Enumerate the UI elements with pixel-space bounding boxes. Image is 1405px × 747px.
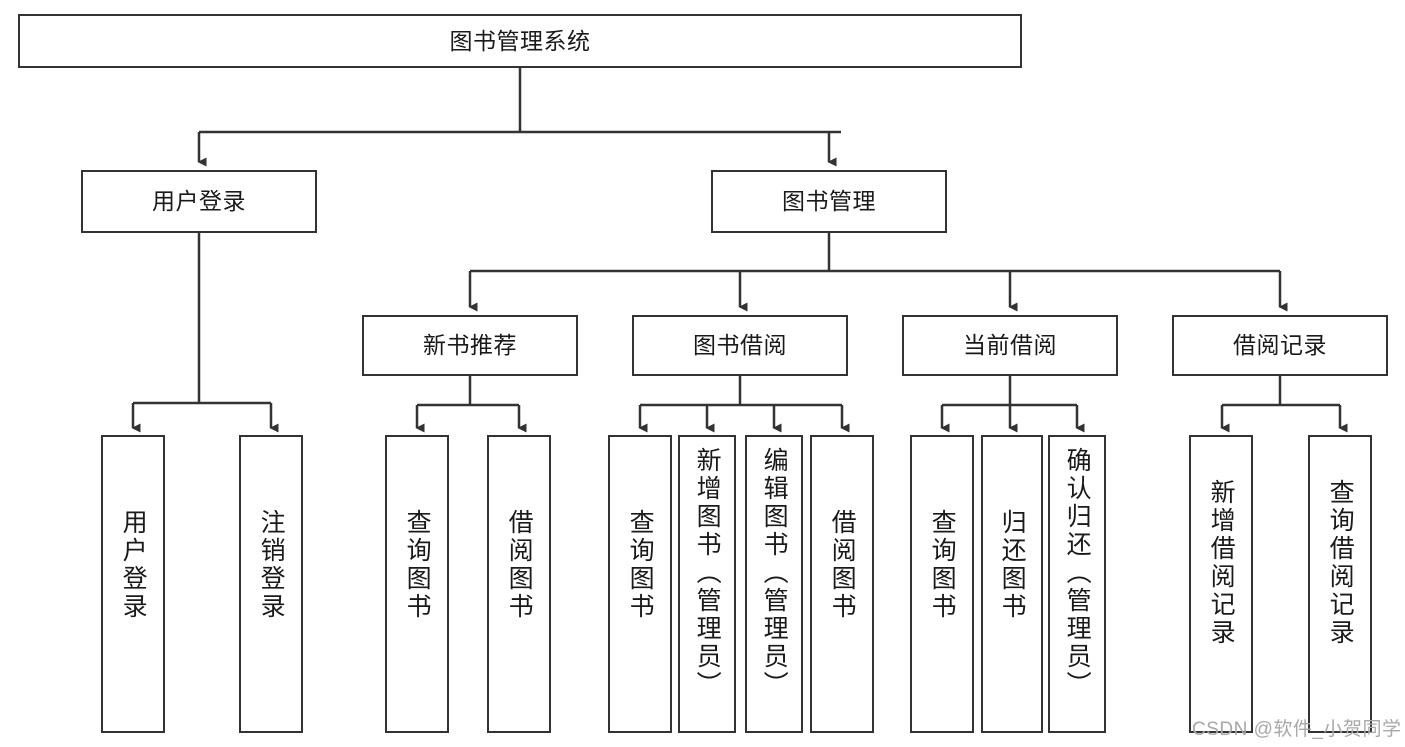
node-leaf-borrow-book-1[interactable]: 借阅图书 <box>487 435 551 733</box>
node-leaf-logout[interactable]: 注销登录 <box>239 435 303 733</box>
node-leaf-borrow-book-2[interactable]: 借阅图书 <box>810 435 874 733</box>
node-leaf-query-book-3[interactable]: 查询图书 <box>910 435 974 733</box>
node-book-manage[interactable]: 图书管理 <box>711 170 947 233</box>
node-leaf-user-login[interactable]: 用户登录 <box>101 435 165 733</box>
node-leaf-return-book-label: 归还图书 <box>998 509 1027 621</box>
csdn-watermark: CSDN @软件_小贺同学 <box>1192 719 1402 740</box>
node-current-borrow-label: 当前借阅 <box>963 332 1057 359</box>
node-leaf-query-book-2-label: 查询图书 <box>626 509 655 621</box>
node-book-borrow-label: 图书借阅 <box>693 332 787 359</box>
node-leaf-borrow-book-2-label: 借阅图书 <box>828 509 857 621</box>
node-root[interactable]: 图书管理系统 <box>18 14 1022 68</box>
node-user-login[interactable]: 用户登录 <box>81 170 317 233</box>
node-book-borrow[interactable]: 图书借阅 <box>632 315 848 376</box>
node-leaf-query-record[interactable]: 查询借阅记录 <box>1308 435 1372 733</box>
node-leaf-query-book-2[interactable]: 查询图书 <box>608 435 672 733</box>
node-new-book-rec-label: 新书推荐 <box>423 332 517 359</box>
node-root-label: 图书管理系统 <box>449 27 591 54</box>
node-leaf-query-book-3-label: 查询图书 <box>928 509 957 621</box>
node-leaf-confirm-return-label: 确认归还（管理员） <box>1063 447 1092 699</box>
node-borrow-record[interactable]: 借阅记录 <box>1172 315 1388 376</box>
node-leaf-borrow-book-1-label: 借阅图书 <box>505 509 534 621</box>
node-new-book-rec[interactable]: 新书推荐 <box>362 315 578 376</box>
node-leaf-query-record-label: 查询借阅记录 <box>1326 479 1355 647</box>
node-leaf-edit-book[interactable]: 编辑图书（管理员） <box>745 435 803 733</box>
node-current-borrow[interactable]: 当前借阅 <box>902 315 1118 376</box>
node-leaf-confirm-return[interactable]: 确认归还（管理员） <box>1048 435 1106 733</box>
node-leaf-add-record[interactable]: 新增借阅记录 <box>1189 435 1253 733</box>
node-leaf-user-login-label: 用户登录 <box>119 509 148 621</box>
node-leaf-add-book[interactable]: 新增图书（管理员） <box>678 435 736 733</box>
node-leaf-return-book[interactable]: 归还图书 <box>981 435 1043 733</box>
node-leaf-logout-label: 注销登录 <box>257 509 286 621</box>
node-user-login-label: 用户登录 <box>152 188 246 215</box>
node-leaf-query-book-1-label: 查询图书 <box>403 509 432 621</box>
node-leaf-edit-book-label: 编辑图书（管理员） <box>760 447 789 699</box>
node-leaf-add-book-label: 新增图书（管理员） <box>693 447 722 699</box>
node-leaf-query-book-1[interactable]: 查询图书 <box>385 435 449 733</box>
node-leaf-add-record-label: 新增借阅记录 <box>1207 479 1236 647</box>
node-book-manage-label: 图书管理 <box>782 188 876 215</box>
node-borrow-record-label: 借阅记录 <box>1233 332 1327 359</box>
